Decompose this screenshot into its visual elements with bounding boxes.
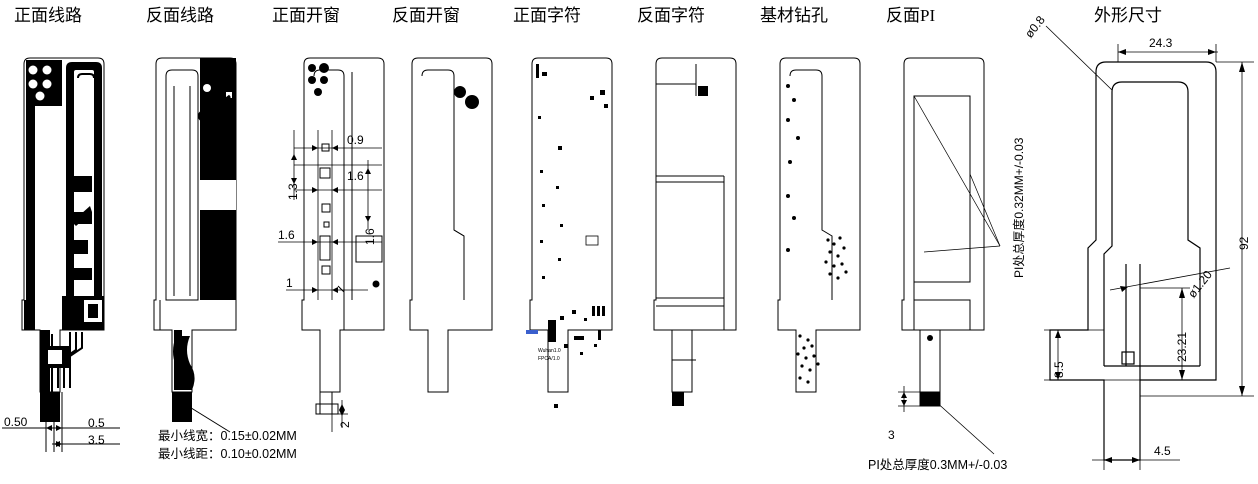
dim-0-9: 0.9 (347, 133, 364, 147)
panel-back-circuit: 最小线宽：0.15±0.02MM 最小线距：0.10±0.02MM (140, 0, 297, 484)
note-min-line-width: 最小线宽：0.15±0.02MM (158, 429, 297, 443)
panel-title-6: 基材钻孔 (760, 6, 828, 25)
dim-8-5: 8.5 (1052, 361, 1066, 378)
dim-1-6-b: 1.6 (363, 228, 377, 245)
panel-title-8: 外形尺寸 (1094, 6, 1162, 25)
panel-front-silkscreen: Wuhan1.0 FPCA/1.0 (512, 0, 636, 484)
panel-title-7: 反面PI (886, 6, 936, 25)
dim-23-21: 23.21 (1175, 331, 1189, 362)
panel-front-circuit: 0.50 0.5 3.5 (0, 0, 140, 484)
dim-1: 1 (286, 276, 293, 290)
silk-text-2: FPCA/1.0 (538, 356, 560, 362)
panel-title-3: 反面开窗 (392, 6, 460, 25)
panel-substrate-drilling (760, 0, 884, 484)
back-pi-drawing (898, 57, 1001, 455)
dim-1-6-a: 1.6 (347, 169, 364, 183)
outline-dimensions-drawing (1044, 25, 1254, 470)
panel-title-2: 正面开窗 (272, 6, 340, 25)
panel-title-5: 反面字符 (637, 6, 705, 25)
silk-text-1: Wuhan1.0 (538, 348, 561, 354)
panel-title-4: 正面字符 (513, 6, 581, 25)
dim-2: 2 (338, 421, 352, 428)
panel-outline-dimensions: ø0.8 24.3 92 ø1.20 23.21 8.5 4.5 (1022, 0, 1258, 484)
panel-title-1: 反面线路 (146, 6, 214, 25)
dim-0-5: 0.5 (88, 416, 105, 430)
dim-24-3: 24.3 (1149, 36, 1173, 50)
back-opening-drawing (409, 57, 493, 393)
note-min-line-space: 最小线距：0.10±0.02MM (158, 447, 297, 461)
dim-1-6-c: 1.6 (278, 228, 295, 242)
note-pi-thickness-vertical: PI处总厚度0.32MM+/-0.03 (1012, 137, 1026, 278)
panel-back-opening (392, 0, 512, 484)
dim-3-5: 3.5 (88, 433, 105, 447)
dim-4-5: 4.5 (1154, 444, 1171, 458)
substrate-drilling-drawing (777, 57, 861, 393)
dim-92: 92 (1237, 236, 1251, 250)
dim-0-50: 0.50 (4, 415, 28, 429)
dim-1-3: 1.3 (286, 183, 300, 200)
note-pi-thickness-bottom: PI处总厚度0.3MM+/-0.03 (868, 458, 1008, 472)
panel-front-opening: 0.9 1.6 1.3 1.6 1.6 1 2 (272, 0, 392, 484)
panel-back-pi: 3 PI处总厚度0.32MM+/-0.03 (884, 0, 1030, 484)
panel-title-0: 正面线路 (14, 6, 82, 25)
front-silkscreen-drawing: Wuhan1.0 FPCA/1.0 (526, 57, 613, 408)
front-circuit-drawing (2, 57, 120, 452)
dim-3: 3 (888, 428, 895, 442)
back-circuit-drawing (153, 57, 237, 433)
panel-back-silkscreen (636, 0, 760, 484)
back-silkscreen-drawing (653, 57, 737, 406)
front-opening-drawing (278, 57, 385, 432)
